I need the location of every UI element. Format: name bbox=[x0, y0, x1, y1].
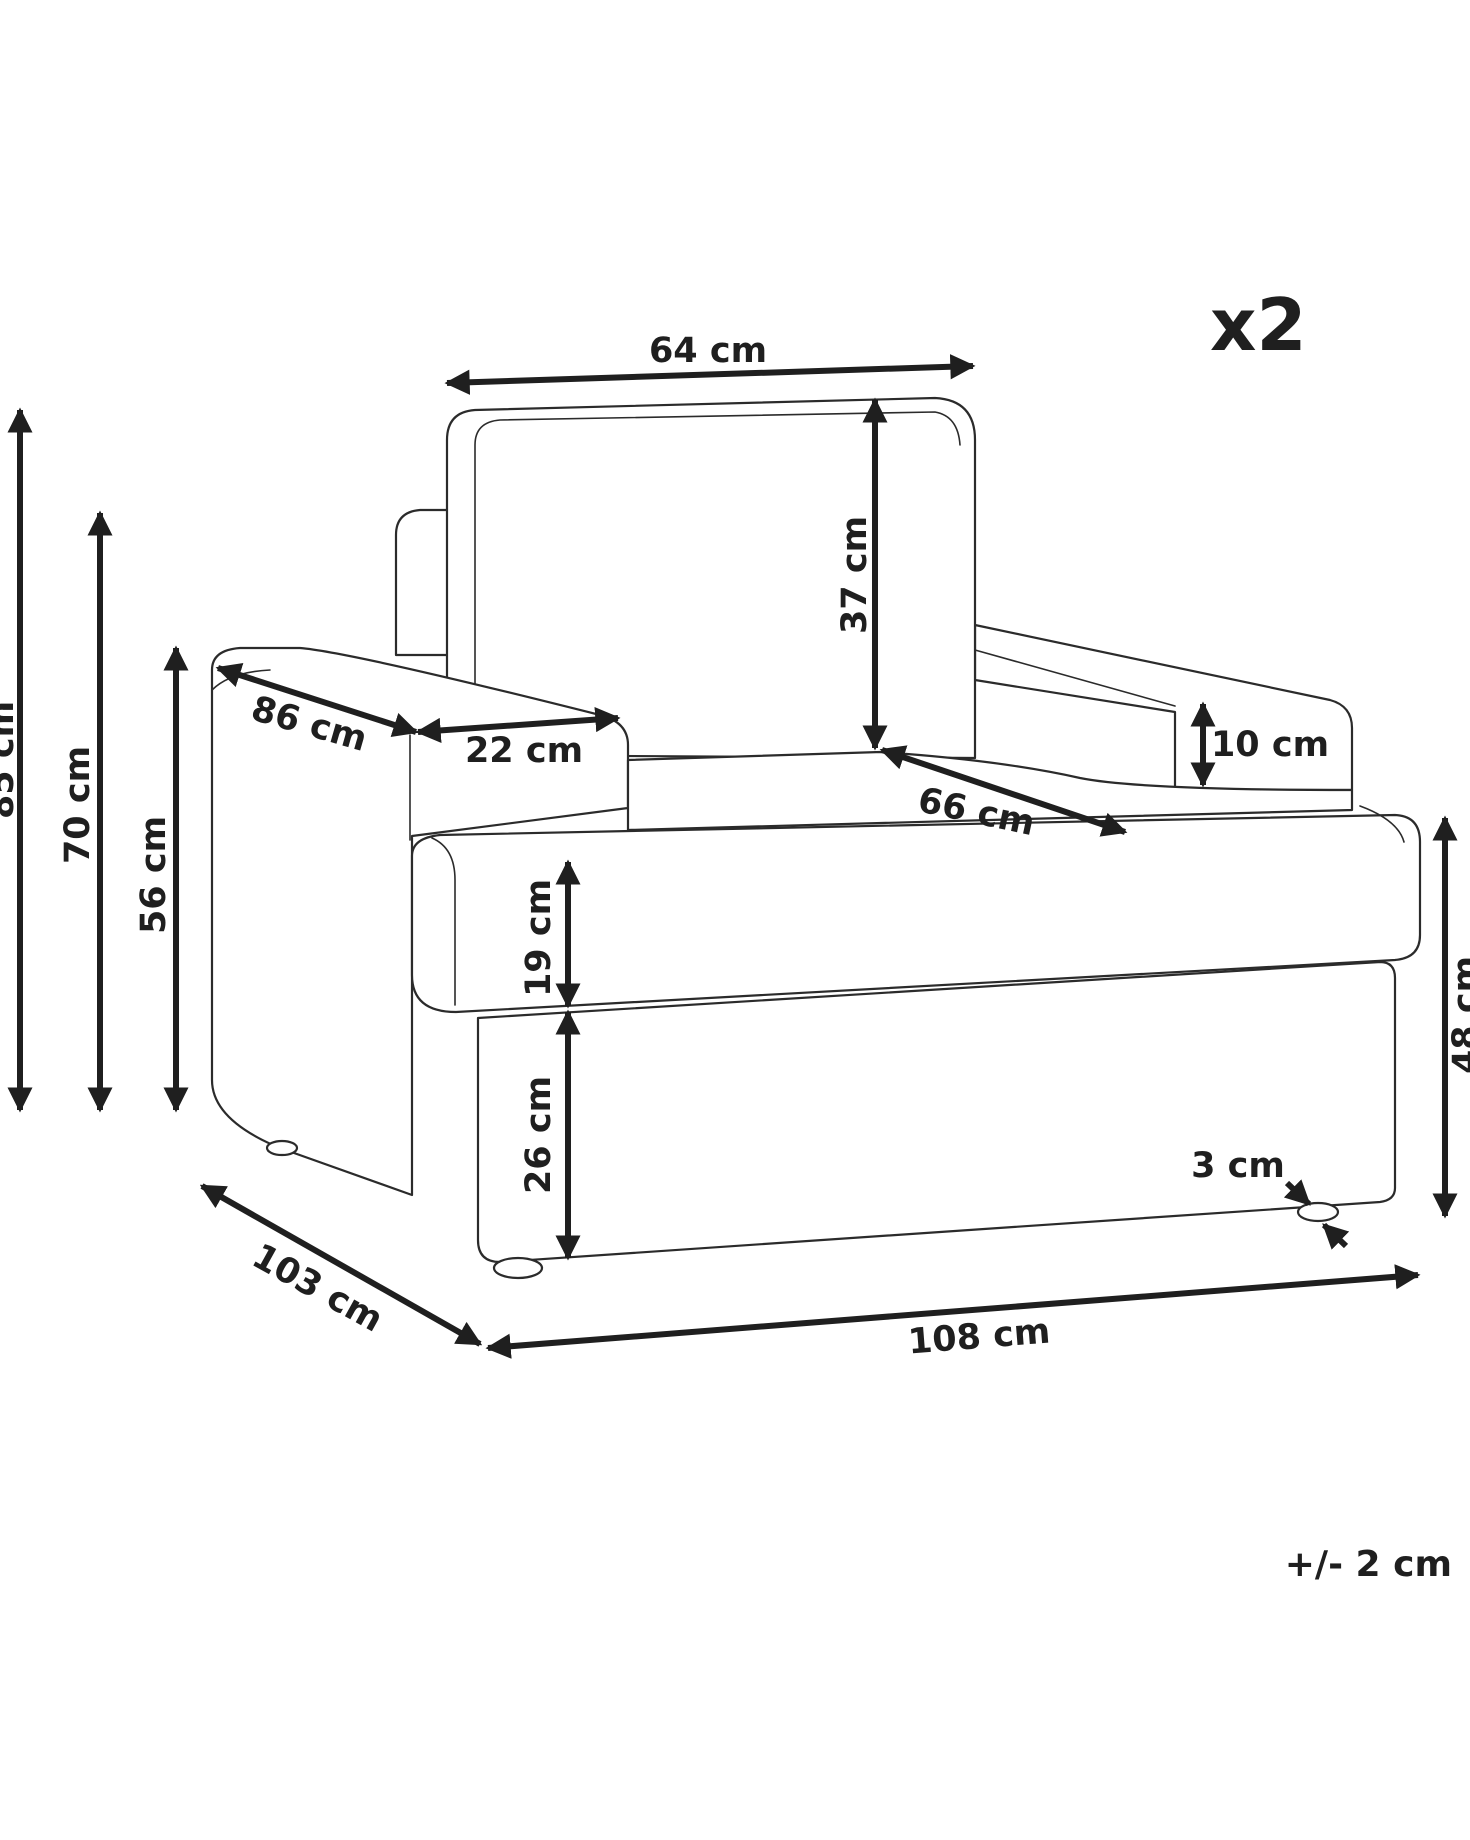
front-right-foot bbox=[1296, 1201, 1340, 1223]
label-backrest-width: 64 cm bbox=[649, 331, 767, 371]
arrow-backrest-width bbox=[444, 354, 976, 395]
backrest bbox=[445, 396, 977, 760]
back-side-panel bbox=[394, 508, 452, 657]
arrow-armrest-depth bbox=[215, 662, 419, 738]
quantity-label: x2 bbox=[1210, 283, 1307, 367]
arrow-leg-bottom bbox=[1321, 1222, 1350, 1250]
label-total-height: 85 cm bbox=[0, 701, 22, 819]
seat-base bbox=[476, 960, 1397, 1264]
label-total-width: 108 cm bbox=[907, 1312, 1052, 1363]
front-left-foot bbox=[492, 1256, 544, 1280]
back-left-foot bbox=[265, 1139, 299, 1157]
label-leg-height: 3 cm bbox=[1191, 1146, 1285, 1186]
label-armrest-height: 56 cm bbox=[134, 816, 174, 934]
label-backrest-top-height: 70 cm bbox=[58, 746, 98, 864]
dimension-arrows bbox=[7, 354, 1458, 1359]
arrow-armrest-width bbox=[415, 707, 621, 743]
label-backrest-height: 37 cm bbox=[835, 516, 875, 634]
label-cushion-height: 19 cm bbox=[519, 879, 559, 997]
label-base-height: 26 cm bbox=[519, 1076, 559, 1194]
arrow-leg-top bbox=[1283, 1179, 1312, 1207]
label-armrest-width: 22 cm bbox=[465, 731, 583, 771]
right-armrest bbox=[973, 623, 1354, 792]
arrow-seat-depth bbox=[879, 745, 1128, 837]
tolerance-label: +/- 2 cm bbox=[1285, 1544, 1452, 1585]
arrow-total-depth bbox=[199, 1183, 483, 1347]
arrow-total-width bbox=[485, 1264, 1421, 1359]
seat-cushion bbox=[410, 813, 1422, 1014]
label-seat-height: 48 cm bbox=[1446, 956, 1470, 1074]
label-armrest-thickness: 10 cm bbox=[1211, 725, 1329, 765]
